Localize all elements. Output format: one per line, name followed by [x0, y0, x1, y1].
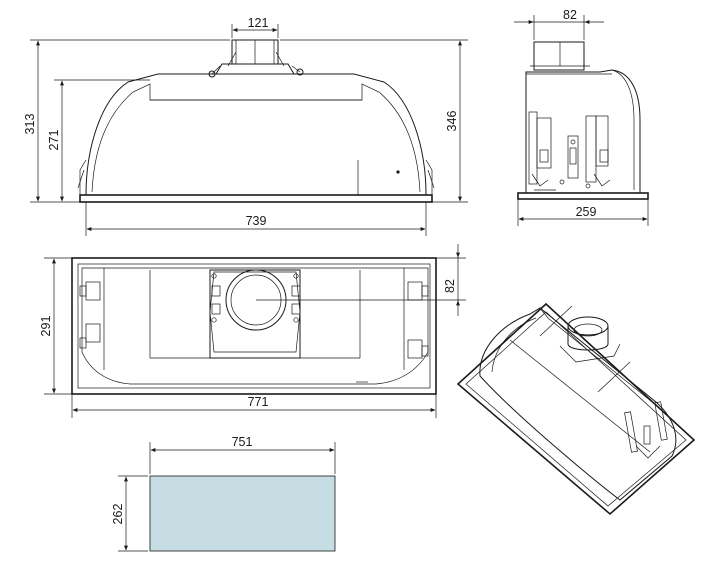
front-duct-collar: [208, 39, 304, 78]
cutout-rectangle: [149, 475, 336, 552]
front-hood-body: [85, 73, 427, 196]
dim-front-body-height: 271: [47, 130, 61, 151]
dim-side-depth: 259: [576, 205, 597, 219]
dim-front-total-height: 313: [23, 114, 37, 135]
side-hood-body: [525, 69, 641, 193]
dim-front-duct-width: 121: [248, 16, 269, 30]
front-view: 121 313 271 346 739: [23, 16, 468, 236]
front-base-plate: [79, 194, 433, 203]
iso-duct-collar: [559, 316, 621, 363]
side-view: 82 259: [514, 8, 649, 226]
top-view: 291 82 771: [39, 244, 466, 418]
dim-front-base-width: 739: [246, 214, 267, 228]
dim-top-width: 771: [248, 395, 269, 409]
top-motor-plate: [209, 269, 301, 359]
dim-side-duct-width: 82: [563, 8, 577, 22]
side-duct-collar: [533, 41, 585, 71]
iso-hood-body: [479, 307, 677, 501]
dim-top-duct-offset: 82: [443, 279, 457, 293]
cutout-template: 751 262: [111, 435, 336, 552]
dim-cutout-height: 262: [111, 504, 125, 525]
top-outer-frame: [71, 257, 437, 395]
dim-front-height-right: 346: [445, 111, 459, 132]
dim-top-depth: 291: [39, 316, 53, 337]
iso-base-plate: [456, 302, 696, 516]
dim-cutout-width: 751: [232, 435, 253, 449]
isometric-view: [456, 302, 696, 516]
side-base-plate: [517, 192, 649, 200]
